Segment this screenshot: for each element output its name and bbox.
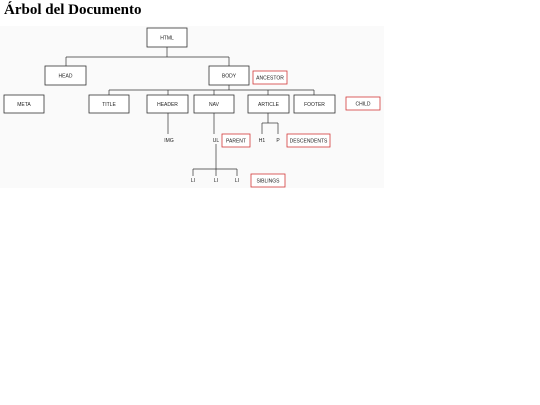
node-nav: NAV: [193, 94, 235, 114]
node-img-label: IMG: [164, 138, 174, 144]
node-li-2-label: LI: [214, 178, 218, 184]
node-body-label: BODY: [222, 74, 237, 80]
tag-ancestor-label: ANCESTOR: [256, 76, 284, 82]
tag-child-label: CHILD: [355, 102, 370, 108]
node-meta: META: [3, 94, 45, 114]
node-article: ARTICLE: [247, 94, 290, 114]
node-li-1-label: LI: [191, 178, 195, 184]
node-footer: FOOTER: [293, 94, 336, 114]
node-header: HEADER: [146, 94, 189, 114]
node-nav-label: NAV: [209, 102, 220, 108]
node-article-label: ARTICLE: [258, 102, 280, 108]
node-h1-label: H1: [259, 138, 266, 144]
node-footer-label: FOOTER: [304, 102, 325, 108]
node-body: BODY: [208, 65, 250, 86]
node-ul-label: UL: [213, 138, 220, 144]
node-meta-label: META: [17, 102, 31, 108]
node-title-label: TITLE: [102, 102, 116, 108]
page-title: Árbol del Documento: [4, 2, 142, 18]
node-li-3-label: LI: [235, 178, 239, 184]
tag-parent-label: PARENT: [226, 139, 246, 145]
tree-svg: HTML HEAD BODY META TITLE HEADER NAV ART…: [3, 27, 381, 188]
node-title: TITLE: [88, 94, 130, 114]
node-html: HTML: [146, 27, 188, 48]
document-tree-diagram: HTML HEAD BODY META TITLE HEADER NAV ART…: [0, 26, 384, 188]
tree-edges: [65, 47, 315, 176]
tag-descendents: DESCENDENTS: [286, 133, 331, 148]
node-html-label: HTML: [160, 36, 174, 42]
tag-parent: PARENT: [221, 133, 251, 148]
node-header-label: HEADER: [157, 102, 178, 108]
tag-siblings: SIBLINGS: [250, 173, 286, 188]
node-head-label: HEAD: [59, 74, 73, 80]
tag-ancestor: ANCESTOR: [252, 70, 288, 85]
tag-child: CHILD: [345, 96, 381, 111]
tag-descendents-label: DESCENDENTS: [290, 139, 328, 145]
node-head: HEAD: [44, 65, 87, 86]
node-p-label: P: [276, 138, 280, 144]
tag-siblings-label: SIBLINGS: [256, 179, 280, 185]
